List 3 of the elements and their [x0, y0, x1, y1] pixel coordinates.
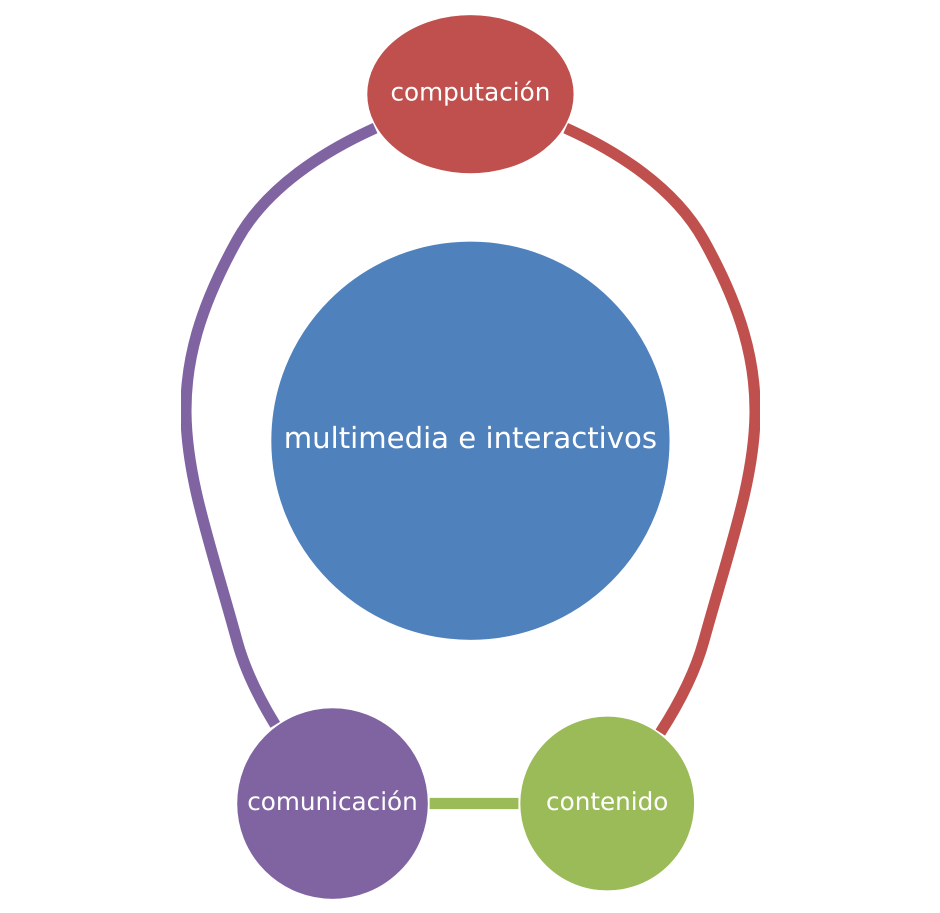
- connector: [429, 797, 518, 809]
- connector: [180, 122, 378, 728]
- connector: [562, 122, 760, 736]
